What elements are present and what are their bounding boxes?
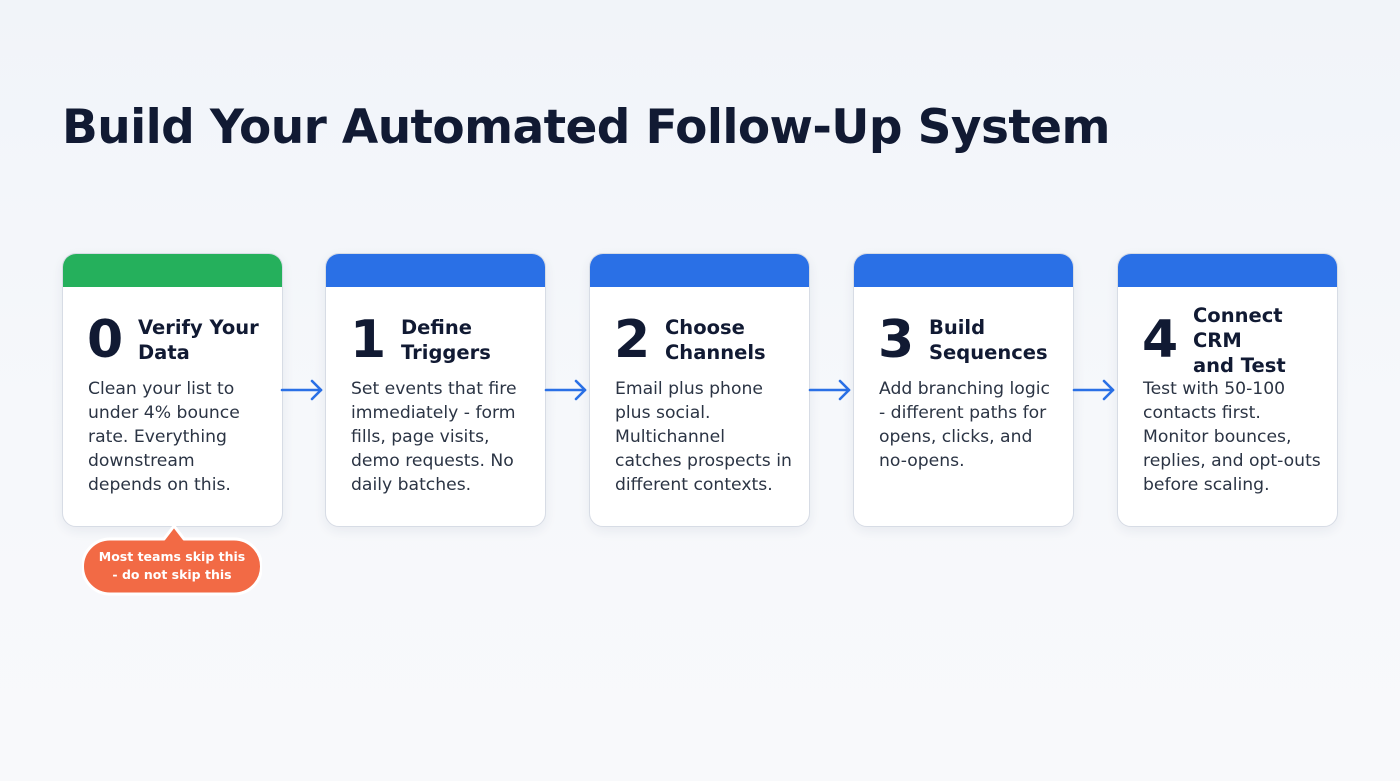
callout-bubble-shape <box>82 524 262 596</box>
description-line: Email plus phone <box>615 379 763 399</box>
card-accent-bar <box>854 254 1073 287</box>
step-title-line: Connect CRM <box>1193 303 1283 352</box>
description-line: plus social. <box>615 403 711 423</box>
description-line: before scaling. <box>1143 475 1270 495</box>
step-card-0: 0 Verify Your Data Clean your list to un… <box>62 253 283 527</box>
description-line: demo requests. No <box>351 451 514 471</box>
step-title-line: Verify Your <box>138 316 259 339</box>
step-title-line: Triggers <box>401 341 491 364</box>
description-line: contacts first. <box>1143 403 1261 423</box>
step-card-4: 4 Connect CRM and Test Test with 50-100 … <box>1117 253 1338 527</box>
step-title-line: and Test <box>1193 353 1286 377</box>
step-number: 2 <box>614 310 651 370</box>
card-accent-bar <box>326 254 545 287</box>
description-line: daily batches. <box>351 475 472 495</box>
step-number: 4 <box>1142 310 1179 370</box>
description-line: rate. Everything <box>88 427 227 447</box>
callout-line: - do not skip this <box>112 567 232 582</box>
step-card-1: 1 Define Triggers Set events that fire i… <box>325 253 546 527</box>
step-number: 1 <box>350 310 387 370</box>
step-card-3: 3 Build Sequences Add branching logic - … <box>853 253 1074 527</box>
arrow-right-icon <box>280 379 323 401</box>
description-line: no-opens. <box>879 451 965 471</box>
step-title: Connect CRM and Test <box>1193 303 1337 378</box>
arrow-right-icon <box>1072 379 1115 401</box>
description-line: opens, clicks, and <box>879 427 1033 447</box>
card-accent-bar <box>1118 254 1337 287</box>
description-line: replies, and opt-outs <box>1143 451 1321 471</box>
step-title: Build Sequences <box>929 315 1048 365</box>
page-title: Build Your Automated Follow-Up System <box>62 100 1110 155</box>
step-title: Choose Channels <box>665 315 766 365</box>
callout-text: Most teams skip this - do not skip this <box>82 548 262 584</box>
step-number: 0 <box>87 310 124 370</box>
description-line: catches prospects in <box>615 451 792 471</box>
description-line: Multichannel <box>615 427 726 447</box>
warning-callout: Most teams skip this - do not skip this <box>82 523 262 598</box>
card-accent-bar <box>63 254 282 287</box>
step-title-line: Choose <box>665 316 745 339</box>
step-title: Verify Your Data <box>138 315 259 365</box>
description-line: fills, page visits, <box>351 427 490 447</box>
description-line: depends on this. <box>88 475 231 495</box>
step-card-2: 2 Choose Channels Email plus phone plus … <box>589 253 810 527</box>
description-line: Clean your list to <box>88 379 235 399</box>
description-line: under 4% bounce <box>88 403 240 423</box>
description-line: - different paths for <box>879 403 1047 423</box>
step-title-line: Build <box>929 316 986 339</box>
step-description: Set events that fire immediately - form … <box>351 377 531 497</box>
description-line: Set events that fire <box>351 379 517 399</box>
description-line: immediately - form <box>351 403 516 423</box>
description-line: Test with 50-100 <box>1143 379 1286 399</box>
step-title-line: Define <box>401 316 472 339</box>
description-line: Monitor bounces, <box>1143 427 1292 447</box>
step-title: Define Triggers <box>401 315 491 365</box>
card-accent-bar <box>590 254 809 287</box>
arrow-right-icon <box>544 379 587 401</box>
step-title-line: Sequences <box>929 341 1048 364</box>
arrow-right-icon <box>808 379 851 401</box>
description-line: different contexts. <box>615 475 773 495</box>
step-description: Email plus phone plus social. Multichann… <box>615 377 795 497</box>
description-line: downstream <box>88 451 195 471</box>
step-description: Clean your list to under 4% bounce rate.… <box>88 377 268 497</box>
step-title-line: Channels <box>665 341 766 364</box>
callout-line: Most teams skip this <box>98 549 246 564</box>
description-line: Add branching logic <box>879 379 1050 399</box>
step-description: Add branching logic - different paths fo… <box>879 377 1059 473</box>
step-description: Test with 50-100 contacts first. Monitor… <box>1143 377 1323 497</box>
step-number: 3 <box>878 310 915 370</box>
step-title-line: Data <box>138 341 190 364</box>
